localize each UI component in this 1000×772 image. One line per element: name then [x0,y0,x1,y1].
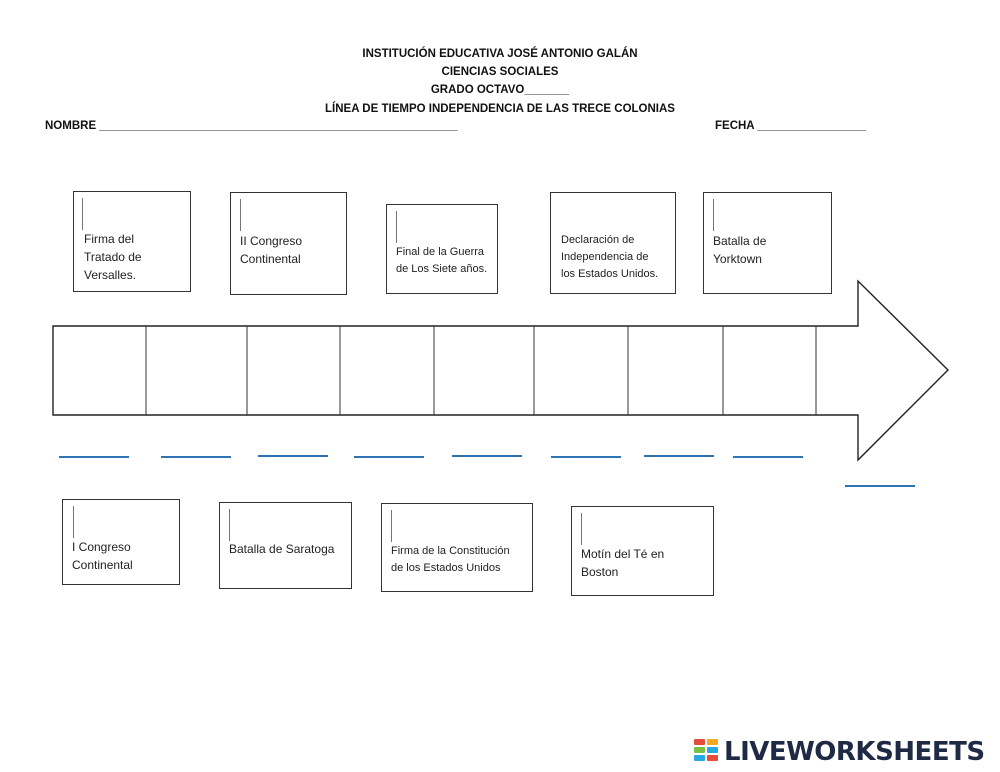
answer-blank[interactable] [258,455,328,457]
brand-name: LIVEWORKSHEETS [724,737,985,767]
event-card[interactable]: I Congreso Continental [62,499,180,585]
event-text: Declaración de [561,234,635,246]
text-cursor [396,211,397,243]
answer-blank[interactable] [354,456,424,458]
answer-blank[interactable] [551,456,621,458]
event-card[interactable]: Final de la Guerra de Los Siete años. [386,204,498,294]
event-text: Batalla de Saratoga [229,542,335,556]
event-text: Firma del [84,232,135,246]
event-text: Continental [240,252,301,266]
answer-blank[interactable] [733,456,803,458]
answer-blank[interactable] [452,455,522,457]
event-text: Independencia de [561,251,649,263]
answer-blank[interactable] [845,485,915,487]
event-text: Tratado de [84,250,142,264]
school-name: INSTITUCIÓN EDUCATIVA JOSÉ ANTONIO GALÁN [362,48,638,60]
text-cursor [73,506,74,538]
answer-blank[interactable] [644,455,714,457]
answer-blank[interactable] [161,456,231,458]
event-card[interactable]: II Congreso Continental [230,192,347,295]
liveworksheets-logo: LIVEWORKSHEETS [694,735,985,769]
event-card[interactable]: Firma del Tratado de Versalles. [73,191,191,292]
event-text: Firma de la Constitución [391,545,510,557]
event-text: II Congreso [240,234,303,248]
subject-name: CIENCIAS SOCIALES [441,66,559,78]
event-text: los Estados Unidos. [561,268,659,280]
event-card[interactable]: Batalla de Yorktown [703,192,832,294]
event-text: Boston [581,565,619,579]
text-cursor [581,513,582,545]
event-text: Yorktown [713,252,762,266]
event-text: de los Estados Unidos [391,562,501,574]
event-card[interactable]: Firma de la Constitución de los Estados … [381,503,533,592]
name-field[interactable]: NOMBRE _________________________________… [45,120,458,132]
text-cursor [391,510,392,542]
event-text: I Congreso [72,540,131,554]
date-field[interactable]: FECHA _________________ [715,120,867,132]
answer-blank[interactable] [59,456,129,458]
event-card[interactable]: Batalla de Saratoga [219,502,352,589]
text-cursor [82,198,83,230]
text-cursor [229,509,230,541]
event-text: de Los Siete años. [396,263,488,275]
event-text: Continental [72,558,133,572]
text-cursor [713,199,714,231]
logo-tiles-icon [694,737,720,767]
arrow-shape [52,279,949,462]
event-text: Batalla de [713,234,767,248]
event-text: Final de la Guerra [396,246,485,258]
event-text: Versalles. [84,268,137,282]
grade-line: GRADO OCTAVO_______ [430,84,570,96]
worksheet-title: LÍNEA DE TIEMPO INDEPENDENCIA DE LAS TRE… [325,103,675,115]
event-card[interactable]: Declaración de Independencia de los Esta… [550,192,676,294]
event-card[interactable]: Motín del Té en Boston [571,506,714,596]
event-text: Motín del Té en [581,547,665,561]
text-cursor [240,199,241,231]
